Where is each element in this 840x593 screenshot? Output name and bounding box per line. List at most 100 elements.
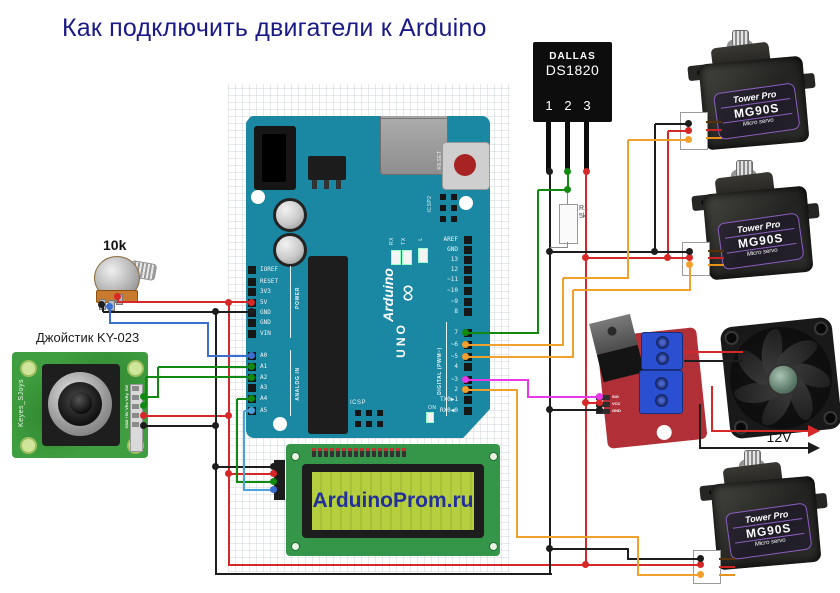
pin-label: 5V <box>260 299 268 306</box>
servo-cable-orange <box>719 574 735 576</box>
terminal-screw <box>655 394 668 407</box>
icsp-pin <box>366 421 372 427</box>
resistor-name: R1 <box>579 205 588 212</box>
wire <box>700 447 808 449</box>
servo-cable-red <box>708 257 724 259</box>
tx-led <box>402 250 412 265</box>
wire-junction-dot <box>697 555 704 562</box>
ds1820-sensor: DALLAS DS1820 1 2 3 <box>533 42 612 122</box>
lcd-pin <box>324 448 328 457</box>
pin-4 <box>464 363 472 371</box>
wire <box>143 396 159 398</box>
wire <box>145 377 147 407</box>
sensor-leg <box>584 122 589 172</box>
pin-AREF <box>464 236 472 244</box>
wire-junction-dot <box>546 248 553 255</box>
pin-~9 <box>464 298 472 306</box>
wire <box>465 389 518 391</box>
icsp2-pin <box>451 205 457 211</box>
pin-label: 13 <box>450 256 458 263</box>
wire-junction-dot <box>212 463 219 470</box>
pin-label: 2 <box>454 386 458 393</box>
pin-IOREF <box>248 266 256 274</box>
icsp-pin <box>377 421 383 427</box>
wire <box>243 411 245 491</box>
wire <box>237 481 275 483</box>
wire-junction-dot <box>546 406 553 413</box>
wire-junction-dot <box>462 386 469 393</box>
servo-cable-brown <box>708 250 724 252</box>
lcd-hole <box>291 542 300 551</box>
servo-body: Tower Pro MG90S Micro servo <box>710 475 822 571</box>
wire <box>563 277 629 279</box>
lcd-pin <box>384 448 388 457</box>
sensor-model: DS1820 <box>545 62 600 78</box>
wire <box>158 366 253 368</box>
pin-label: RESET <box>260 278 279 285</box>
servo-cable-orange <box>706 137 722 139</box>
wire-junction-dot <box>270 478 277 485</box>
joystick-stick <box>70 392 92 414</box>
pin-TX0▶1 <box>464 396 472 404</box>
joystick-pin <box>132 404 139 409</box>
wire-junction-dot <box>225 412 232 419</box>
icsp2-label: ICSP2 <box>427 195 433 213</box>
wire <box>637 536 639 576</box>
wire-junction-dot <box>140 412 147 419</box>
wire <box>627 140 629 279</box>
wire <box>109 305 111 324</box>
on-led <box>426 412 434 423</box>
on-led-label: ON <box>428 405 437 411</box>
wire-junction-dot <box>114 293 121 300</box>
pin-label: 7 <box>454 329 458 336</box>
wire <box>465 379 529 381</box>
joystick-hole <box>20 360 37 377</box>
pin-label: GND <box>260 319 271 326</box>
lcd-display: ArduinoProm.ru <box>274 444 500 556</box>
wire <box>699 404 701 449</box>
wire <box>117 297 119 303</box>
lcd-pin <box>372 448 376 457</box>
pin-label: ~3 <box>450 376 458 383</box>
pin-label: A2 <box>260 374 268 381</box>
pin-label: AREF <box>443 236 458 243</box>
wire-junction-dot <box>225 470 232 477</box>
pin-label: ~11 <box>447 276 458 283</box>
wire <box>585 172 587 566</box>
uno-text: UNO <box>394 322 408 358</box>
wire <box>236 399 238 483</box>
lcd-pin <box>396 448 400 457</box>
icsp2-pin <box>440 205 446 211</box>
pin-label: ~5 <box>450 353 458 360</box>
wire <box>572 290 574 358</box>
sensor-pin-number: 1 <box>545 98 553 113</box>
pin-label: VIN <box>260 330 271 337</box>
servo-label: Tower Pro MG90S Micro servo <box>712 82 801 141</box>
joystick-caption: Джойстик KY-023 <box>36 330 140 345</box>
mosfet-pin <box>596 402 610 407</box>
pin-label: A0 <box>260 352 268 359</box>
mosfet-pin-label: SIG <box>612 394 619 399</box>
wire <box>711 386 713 432</box>
wire <box>143 415 229 417</box>
wire-junction-dot <box>685 136 692 143</box>
pin-GND <box>464 246 472 254</box>
lcd-pin <box>360 448 364 457</box>
wire-junction-dot <box>546 168 553 175</box>
pin-label: 3V3 <box>260 288 271 295</box>
icsp2-pin <box>451 194 457 200</box>
wire-junction-dot <box>212 422 219 429</box>
pin-label: A5 <box>260 407 268 414</box>
pin-label: RX0◀0 <box>439 407 458 414</box>
wire <box>655 123 689 125</box>
reset-label: RESET <box>437 150 443 170</box>
wire <box>562 278 564 346</box>
wire <box>229 473 275 475</box>
icsp-pin <box>355 421 361 427</box>
lcd-hole <box>291 452 300 461</box>
lcd-pin <box>330 448 334 457</box>
wire-junction-dot <box>98 301 105 308</box>
atmega-chip <box>308 256 348 434</box>
mounting-hole <box>459 196 473 210</box>
